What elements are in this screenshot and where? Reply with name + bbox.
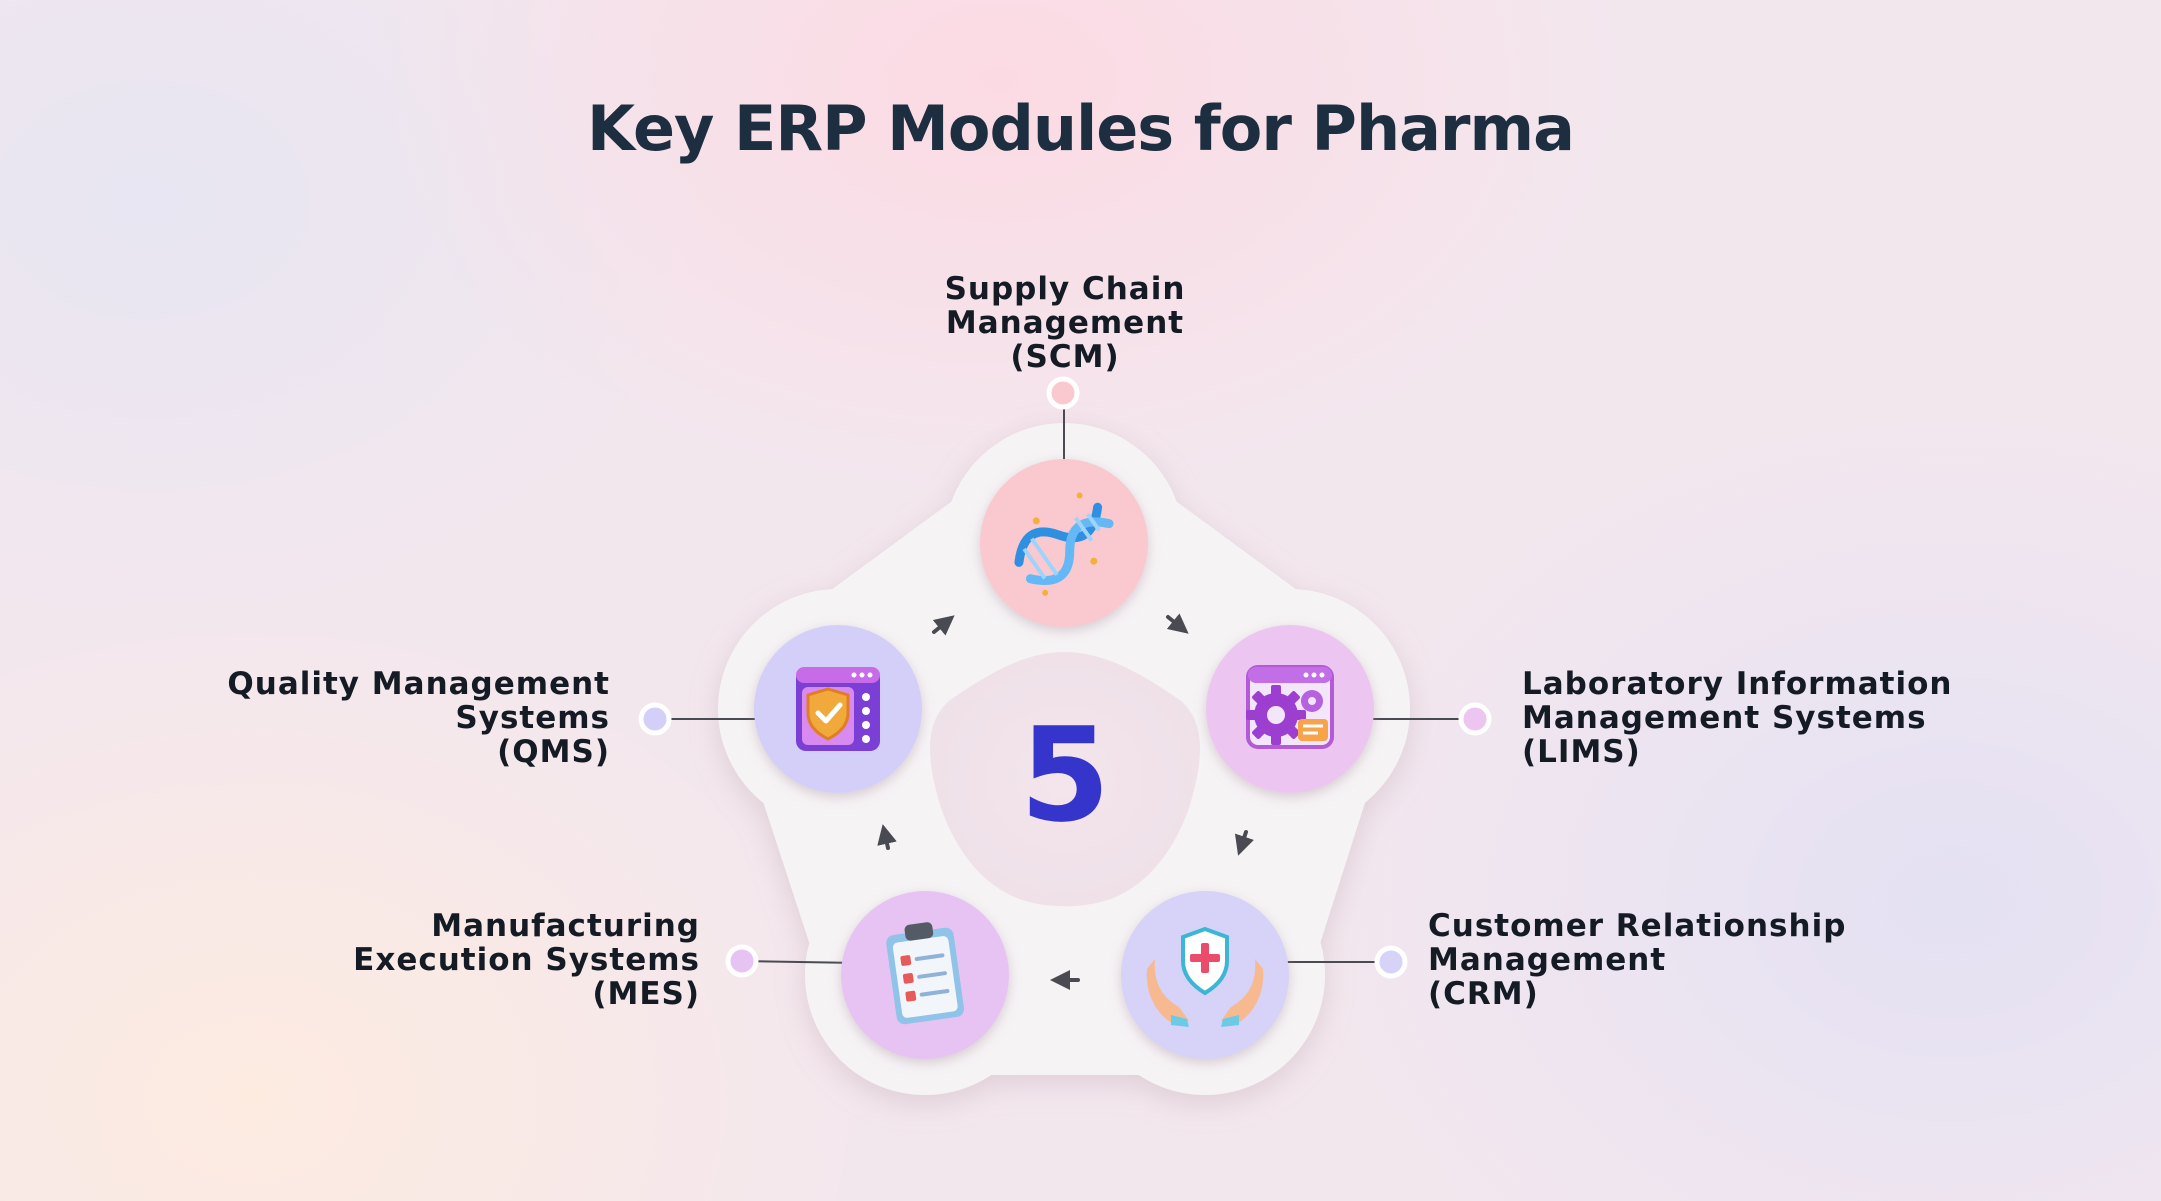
center-number: 5 bbox=[1019, 699, 1111, 851]
module-label-mes: Manufacturing Execution Systems (MES) bbox=[353, 908, 700, 1012]
badge-crm bbox=[1374, 945, 1408, 979]
endpoint-badges bbox=[638, 376, 1492, 979]
disc-scm bbox=[980, 459, 1148, 627]
module-label-lims: Laboratory Information Management System… bbox=[1522, 666, 1953, 770]
badge-lims bbox=[1458, 702, 1492, 736]
badge-qms bbox=[638, 702, 672, 736]
cycle-arrows bbox=[877, 613, 1254, 990]
arrow-scm-to-lims bbox=[1166, 613, 1189, 634]
module-label-crm: Customer Relationship Management (CRM) bbox=[1428, 908, 1847, 1012]
module-label-qms: Quality Management Systems (QMS) bbox=[227, 666, 610, 770]
arrow-qms-to-scm bbox=[932, 615, 955, 636]
page-title: Key ERP Modules for Pharma bbox=[587, 92, 1575, 165]
badge-scm bbox=[1046, 376, 1080, 410]
module-label-scm: Supply Chain Management (SCM) bbox=[944, 271, 1186, 375]
gears-window-icon bbox=[1246, 665, 1334, 749]
badge-mes bbox=[725, 944, 759, 978]
hands-shield-icon bbox=[1146, 926, 1264, 1027]
arrow-lims-to-crm bbox=[1234, 830, 1254, 856]
dna-icon bbox=[1014, 492, 1114, 596]
shield-window-icon bbox=[796, 667, 880, 751]
center-hole bbox=[930, 652, 1200, 907]
clipboard-checklist-icon bbox=[886, 922, 965, 1025]
module-discs bbox=[754, 459, 1374, 1059]
arrow-mes-to-qms bbox=[877, 824, 897, 850]
